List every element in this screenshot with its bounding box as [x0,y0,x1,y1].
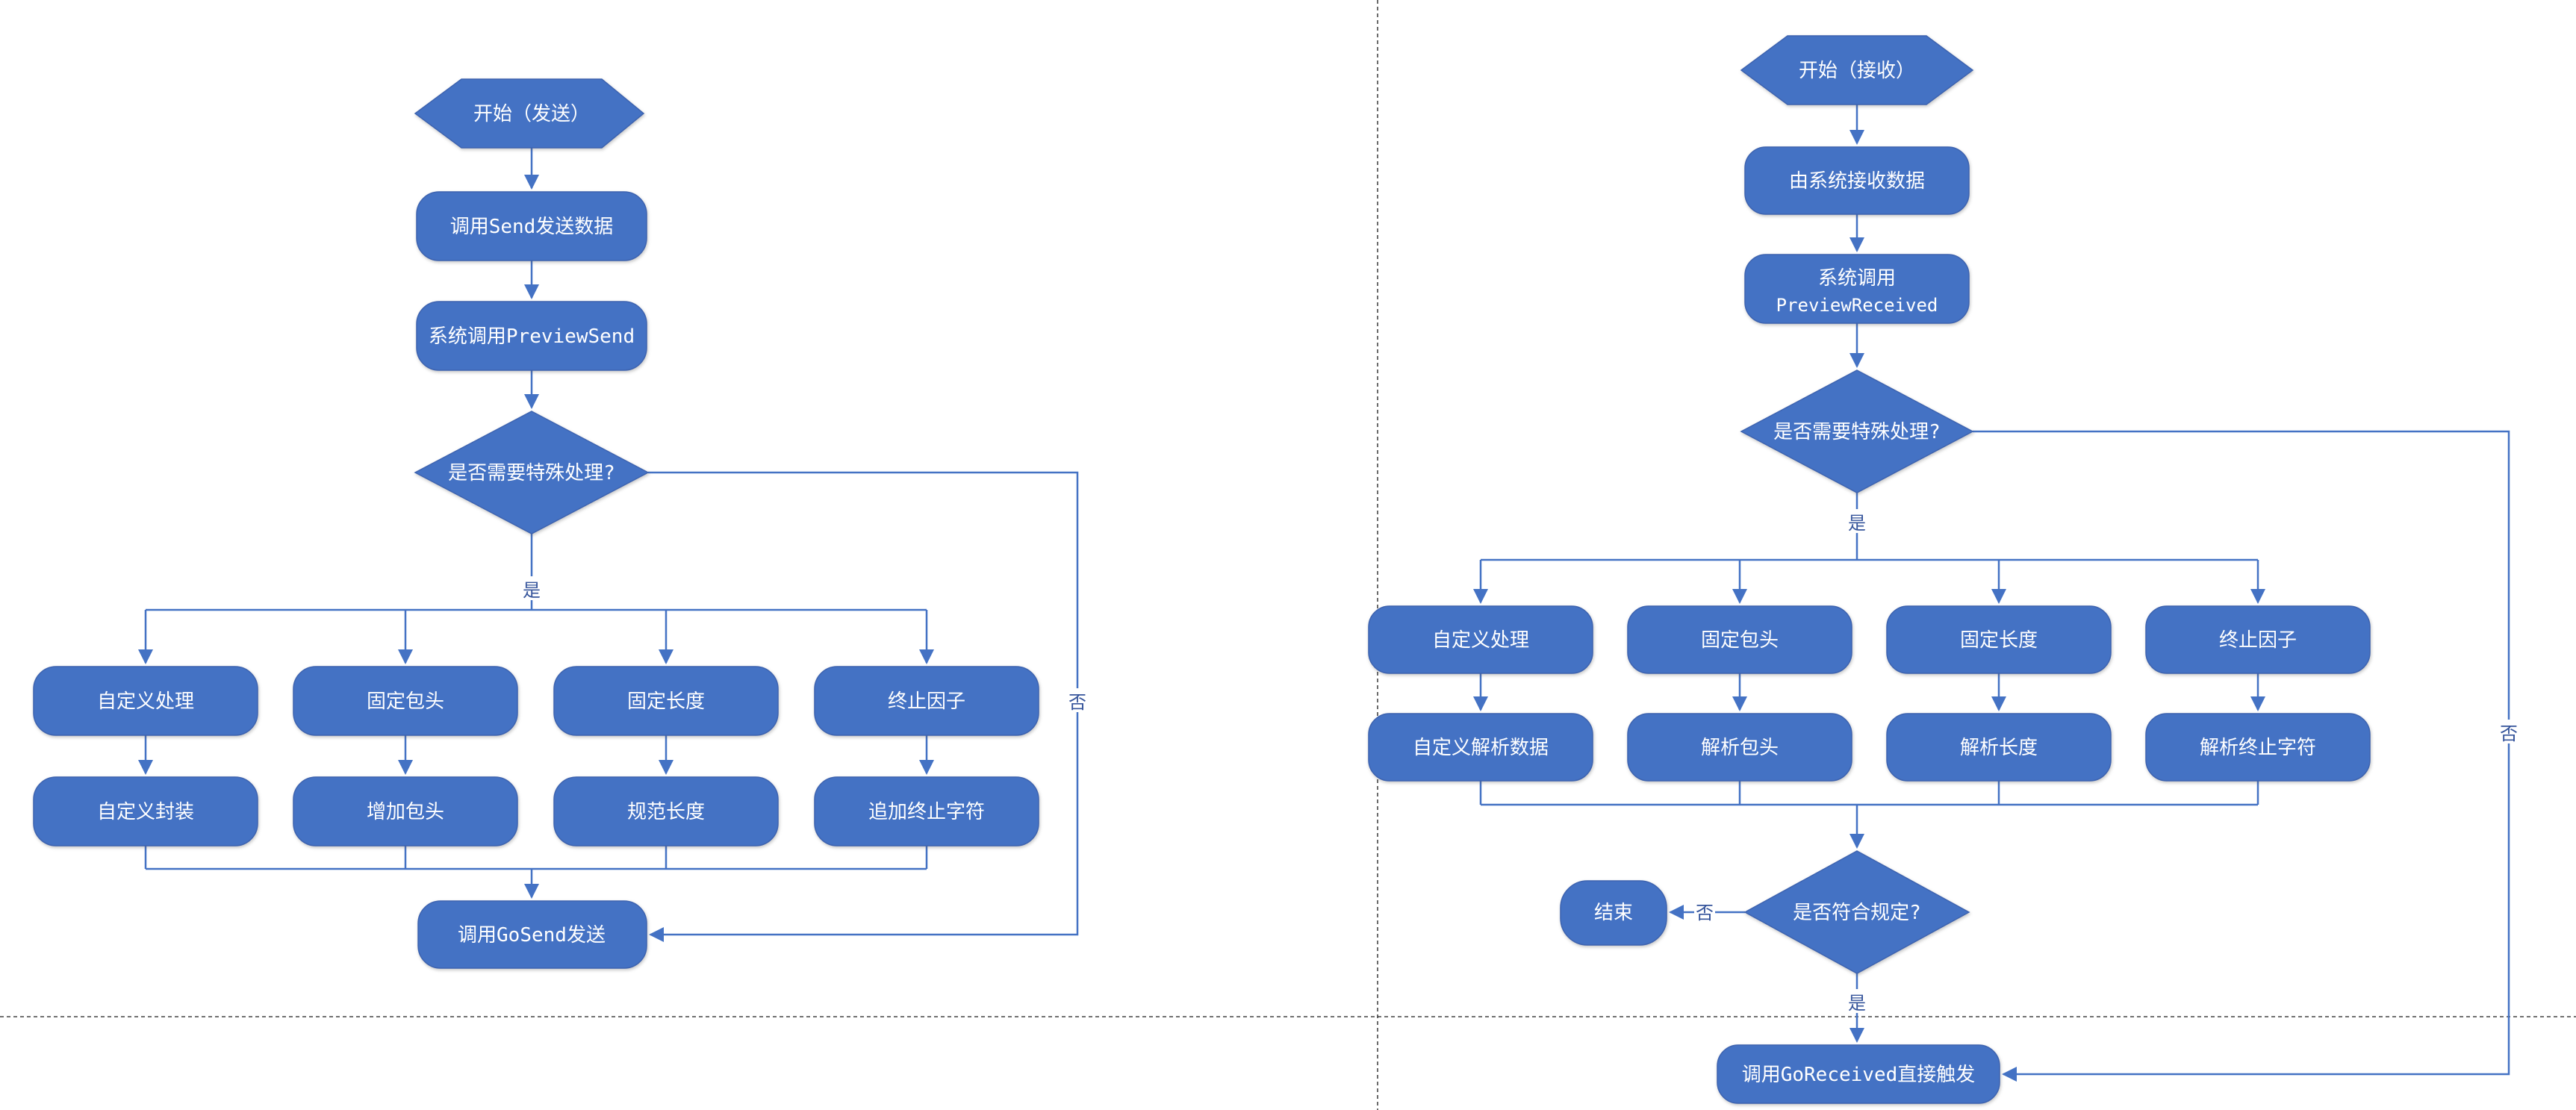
left-flow-shapes: 开始（发送） 调用Send发送数据 系统调用PreviewSend 是否需要特殊… [33,78,1039,969]
right-step-receive-label: 由系统接收数据 [1789,170,1925,193]
right-edge-labels: 是 否 否 是 [1694,509,2519,1014]
right-branch-2-bottom-label: 解析包头 [1701,737,1779,759]
right-step-preview-line1-label: 系统调用 [1818,267,1896,290]
right-branch-3-top-label: 固定长度 [1960,629,2038,652]
connector-right-no-bypass [1973,430,2510,1082]
right-yes1-label-halo [1847,509,1867,533]
left-branch-4-bottom: 追加终止字符 [814,776,1039,846]
right-branch-4-bottom-label: 解析终止字符 [2200,737,2316,759]
right-yes2-label: 是 [1848,993,1866,1014]
left-edge-labels: 是 否 [521,576,1088,713]
left-branch-3-top-label: 固定长度 [627,690,705,713]
right-branch-4-top: 终止因子 [2145,605,2371,674]
right-decision-special-label: 是否需要特殊处理? [1773,421,1941,443]
connector-right-yes-distribution [1481,493,2258,561]
left-no-label-halo [1067,688,1088,712]
left-no-label: 否 [1068,692,1086,713]
left-step-gosend-label: 调用GoSend发送 [458,924,606,947]
right-decision-valid: 是否符合规定? [1743,850,1970,974]
right-branch-4-bottom: 解析终止字符 [2145,713,2371,782]
left-branch-2-top: 固定包头 [293,666,518,736]
right-no-end-label-halo [1694,899,1715,923]
left-branch-2-top-label: 固定包头 [367,690,444,713]
left-branch-4-top-label: 终止因子 [888,690,965,713]
right-branch-2-bottom: 解析包头 [1627,713,1852,782]
right-start-hexagon: 开始（接收） [1740,35,1974,105]
right-step-preview-received: 系统调用 PreviewReceived [1744,254,1970,324]
right-branch-2-top: 固定包头 [1627,605,1852,674]
left-branch-1-top: 自定义处理 [33,666,258,736]
right-branch-4-top-label: 终止因子 [2219,629,2297,652]
right-yes1-label: 是 [1848,513,1866,534]
left-step-send-label: 调用Send发送数据 [450,216,614,238]
left-branch-3-top: 固定长度 [553,666,779,736]
left-branch-1-top-label: 自定义处理 [97,690,194,713]
right-branch-1-bottom: 自定义解析数据 [1368,713,1593,782]
left-branch-1-bottom: 自定义封装 [33,776,258,846]
right-yes2-label-halo [1847,989,1867,1013]
left-branch-2-bottom: 增加包头 [293,776,518,846]
right-branch-3-top: 固定长度 [1886,605,2112,674]
right-decision-special: 是否需要特殊处理? [1740,370,1974,493]
right-step-goreceived-label: 调用GoReceived直接触发 [1742,1064,1976,1086]
right-branch-1-top-label: 自定义处理 [1432,629,1529,652]
left-branch-3-bottom: 规范长度 [553,776,779,846]
right-flow-connectors [1473,105,2510,1082]
connector-left-collector [144,846,928,870]
left-step-preview-send: 系统调用PreviewSend [416,301,647,371]
left-branch-3-bottom-label: 规范长度 [627,801,705,823]
connector-right-collector [1479,781,2259,806]
right-branch-1-bottom-label: 自定义解析数据 [1413,737,1549,759]
left-step-gosend: 调用GoSend发送 [417,900,647,969]
left-step-send: 调用Send发送数据 [416,191,647,261]
left-branch-2-bottom-label: 增加包头 [367,801,444,823]
right-decision-valid-label: 是否符合规定? [1793,902,1921,924]
right-branch-1-top: 自定义处理 [1368,605,1593,674]
right-branch-3-bottom-label: 解析长度 [1960,737,2038,759]
right-no-end-label: 否 [1696,902,1714,923]
left-decision-special-label: 是否需要特殊处理? [448,462,615,484]
right-no-bypass-label-halo [2498,720,2519,743]
right-start-label: 开始（接收） [1799,60,1915,82]
left-branch-4-bottom-label: 追加终止字符 [868,801,985,823]
left-start-hexagon: 开始（发送） [414,78,645,149]
left-yes-label: 是 [523,580,541,601]
right-end-label: 结束 [1594,902,1633,924]
left-start-label: 开始（发送） [473,103,590,125]
right-no-bypass-label: 否 [2500,723,2518,744]
left-yes-label-halo [521,576,542,600]
right-step-preview-line2-label: PreviewReceived [1776,295,1938,316]
left-branch-4-top: 终止因子 [814,666,1039,736]
right-flow-shapes: 开始（接收） 由系统接收数据 系统调用 PreviewReceived 是否需要… [1368,35,2371,1104]
right-branch-2-top-label: 固定包头 [1701,629,1779,652]
right-step-receive: 由系统接收数据 [1744,146,1970,215]
left-branch-1-bottom-label: 自定义封装 [97,801,194,823]
right-branch-3-bottom: 解析长度 [1886,713,2112,782]
right-end-node: 结束 [1560,880,1667,946]
left-step-preview-send-label: 系统调用PreviewSend [429,325,635,348]
right-step-goreceived: 调用GoReceived直接触发 [1717,1044,2000,1104]
left-decision-special: 是否需要特殊处理? [414,411,650,534]
